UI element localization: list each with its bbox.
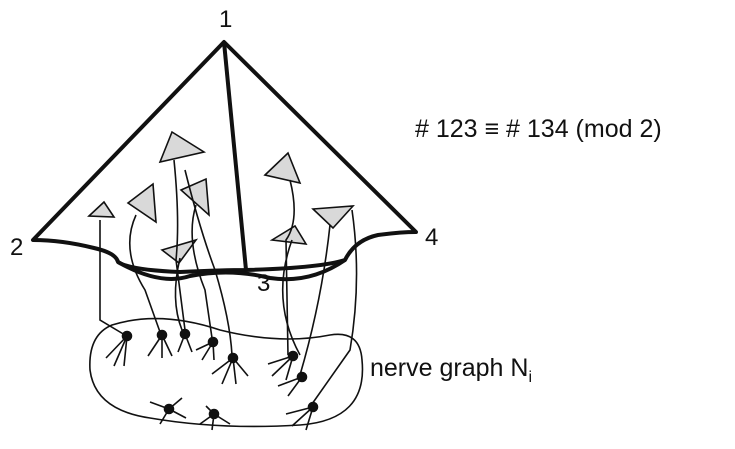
boundary-curve	[117, 258, 347, 282]
vertex-label-4: 4	[425, 224, 439, 251]
neuron-arrows	[87, 130, 355, 265]
vertex-label-2: 2	[10, 234, 24, 261]
neuron-arrow-5	[160, 238, 199, 265]
neuron-arrow-4	[179, 177, 210, 217]
nerve-graph-region	[89, 317, 364, 428]
axon-lines	[99, 159, 358, 405]
neuron-arrow-3	[87, 200, 116, 218]
neuron-arrow-2	[126, 182, 157, 224]
neuron-arrow-1	[158, 130, 207, 164]
nerve-graph-label-text: nerve graph N	[370, 354, 529, 382]
neuron-arrow-6	[263, 151, 302, 185]
vertex-label-1: 1	[219, 6, 233, 33]
vertex-label-3: 3	[257, 270, 271, 297]
edge-1-3	[222, 41, 248, 271]
nerve-graph-label: nerve graph Ni	[370, 356, 532, 386]
relation-formula: # 123 ≡ # 134 (mod 2)	[415, 115, 662, 143]
nerve-graph-label-subscript: i	[528, 369, 532, 386]
neuron-nodes	[105, 328, 319, 431]
neuron-arrow-7	[311, 205, 355, 230]
tetrahedron-outline	[31, 40, 418, 274]
